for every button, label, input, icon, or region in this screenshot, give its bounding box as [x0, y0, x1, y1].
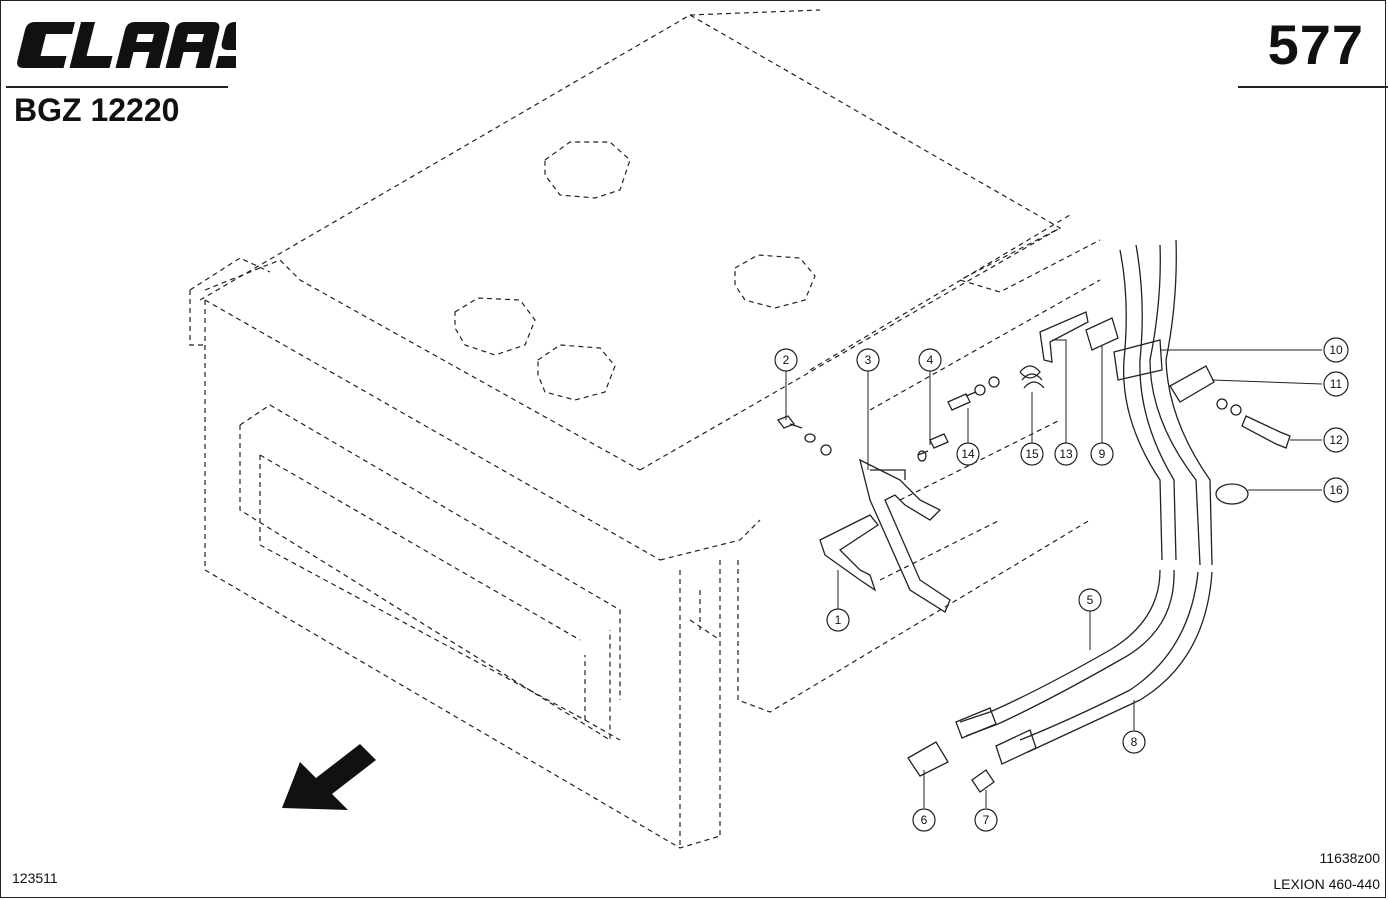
- svg-text:11: 11: [1330, 377, 1343, 391]
- svg-text:4: 4: [927, 353, 934, 367]
- machine-body-outline: [189, 9, 1101, 849]
- callout-markers: 1 2 3 4 5 6 7 8 9 10 11 12 13 14 15 16: [774, 337, 1349, 832]
- svg-text:15: 15: [1025, 447, 1039, 461]
- callout-4: 4: [918, 348, 942, 372]
- page-number: 577: [1267, 13, 1364, 76]
- svg-text:1: 1: [835, 613, 842, 627]
- leader-lines: [785, 339, 1323, 808]
- callout-13: 13: [1054, 442, 1078, 466]
- drawing-number: 11638z00: [1319, 850, 1380, 866]
- svg-text:6: 6: [921, 813, 928, 827]
- callout-12: 12: [1323, 427, 1349, 453]
- document-number: 123511: [12, 870, 58, 886]
- callout-6: 6: [912, 808, 936, 832]
- callout-15: 15: [1020, 442, 1044, 466]
- svg-text:5: 5: [1087, 593, 1094, 607]
- callout-3: 3: [856, 348, 880, 372]
- callout-5: 5: [1078, 588, 1102, 612]
- svg-text:13: 13: [1059, 447, 1073, 461]
- group-code: BGZ 12220: [14, 92, 180, 128]
- callout-14: 14: [956, 442, 980, 466]
- header-rule-right: [1238, 86, 1388, 88]
- callout-11: 11: [1323, 371, 1349, 397]
- callout-8: 8: [1122, 730, 1146, 754]
- callout-10: 10: [1323, 337, 1349, 363]
- svg-text:7: 7: [983, 813, 990, 827]
- parts-group: [776, 239, 1291, 793]
- svg-text:3: 3: [865, 353, 872, 367]
- svg-text:2: 2: [783, 353, 790, 367]
- callout-16: 16: [1323, 477, 1349, 503]
- callout-1: 1: [826, 608, 850, 632]
- svg-text:16: 16: [1329, 483, 1343, 497]
- direction-arrow-icon: [282, 744, 376, 810]
- callout-7: 7: [974, 808, 998, 832]
- claas-logo: [17, 22, 236, 68]
- svg-text:9: 9: [1099, 447, 1106, 461]
- callout-2: 2: [774, 348, 798, 372]
- machine-model: LEXION 460-440: [1273, 876, 1380, 892]
- svg-text:8: 8: [1131, 735, 1138, 749]
- callout-9: 9: [1090, 442, 1114, 466]
- svg-text:12: 12: [1329, 433, 1343, 447]
- header-rule-left: [6, 86, 228, 88]
- svg-text:10: 10: [1329, 343, 1343, 357]
- svg-text:14: 14: [961, 447, 975, 461]
